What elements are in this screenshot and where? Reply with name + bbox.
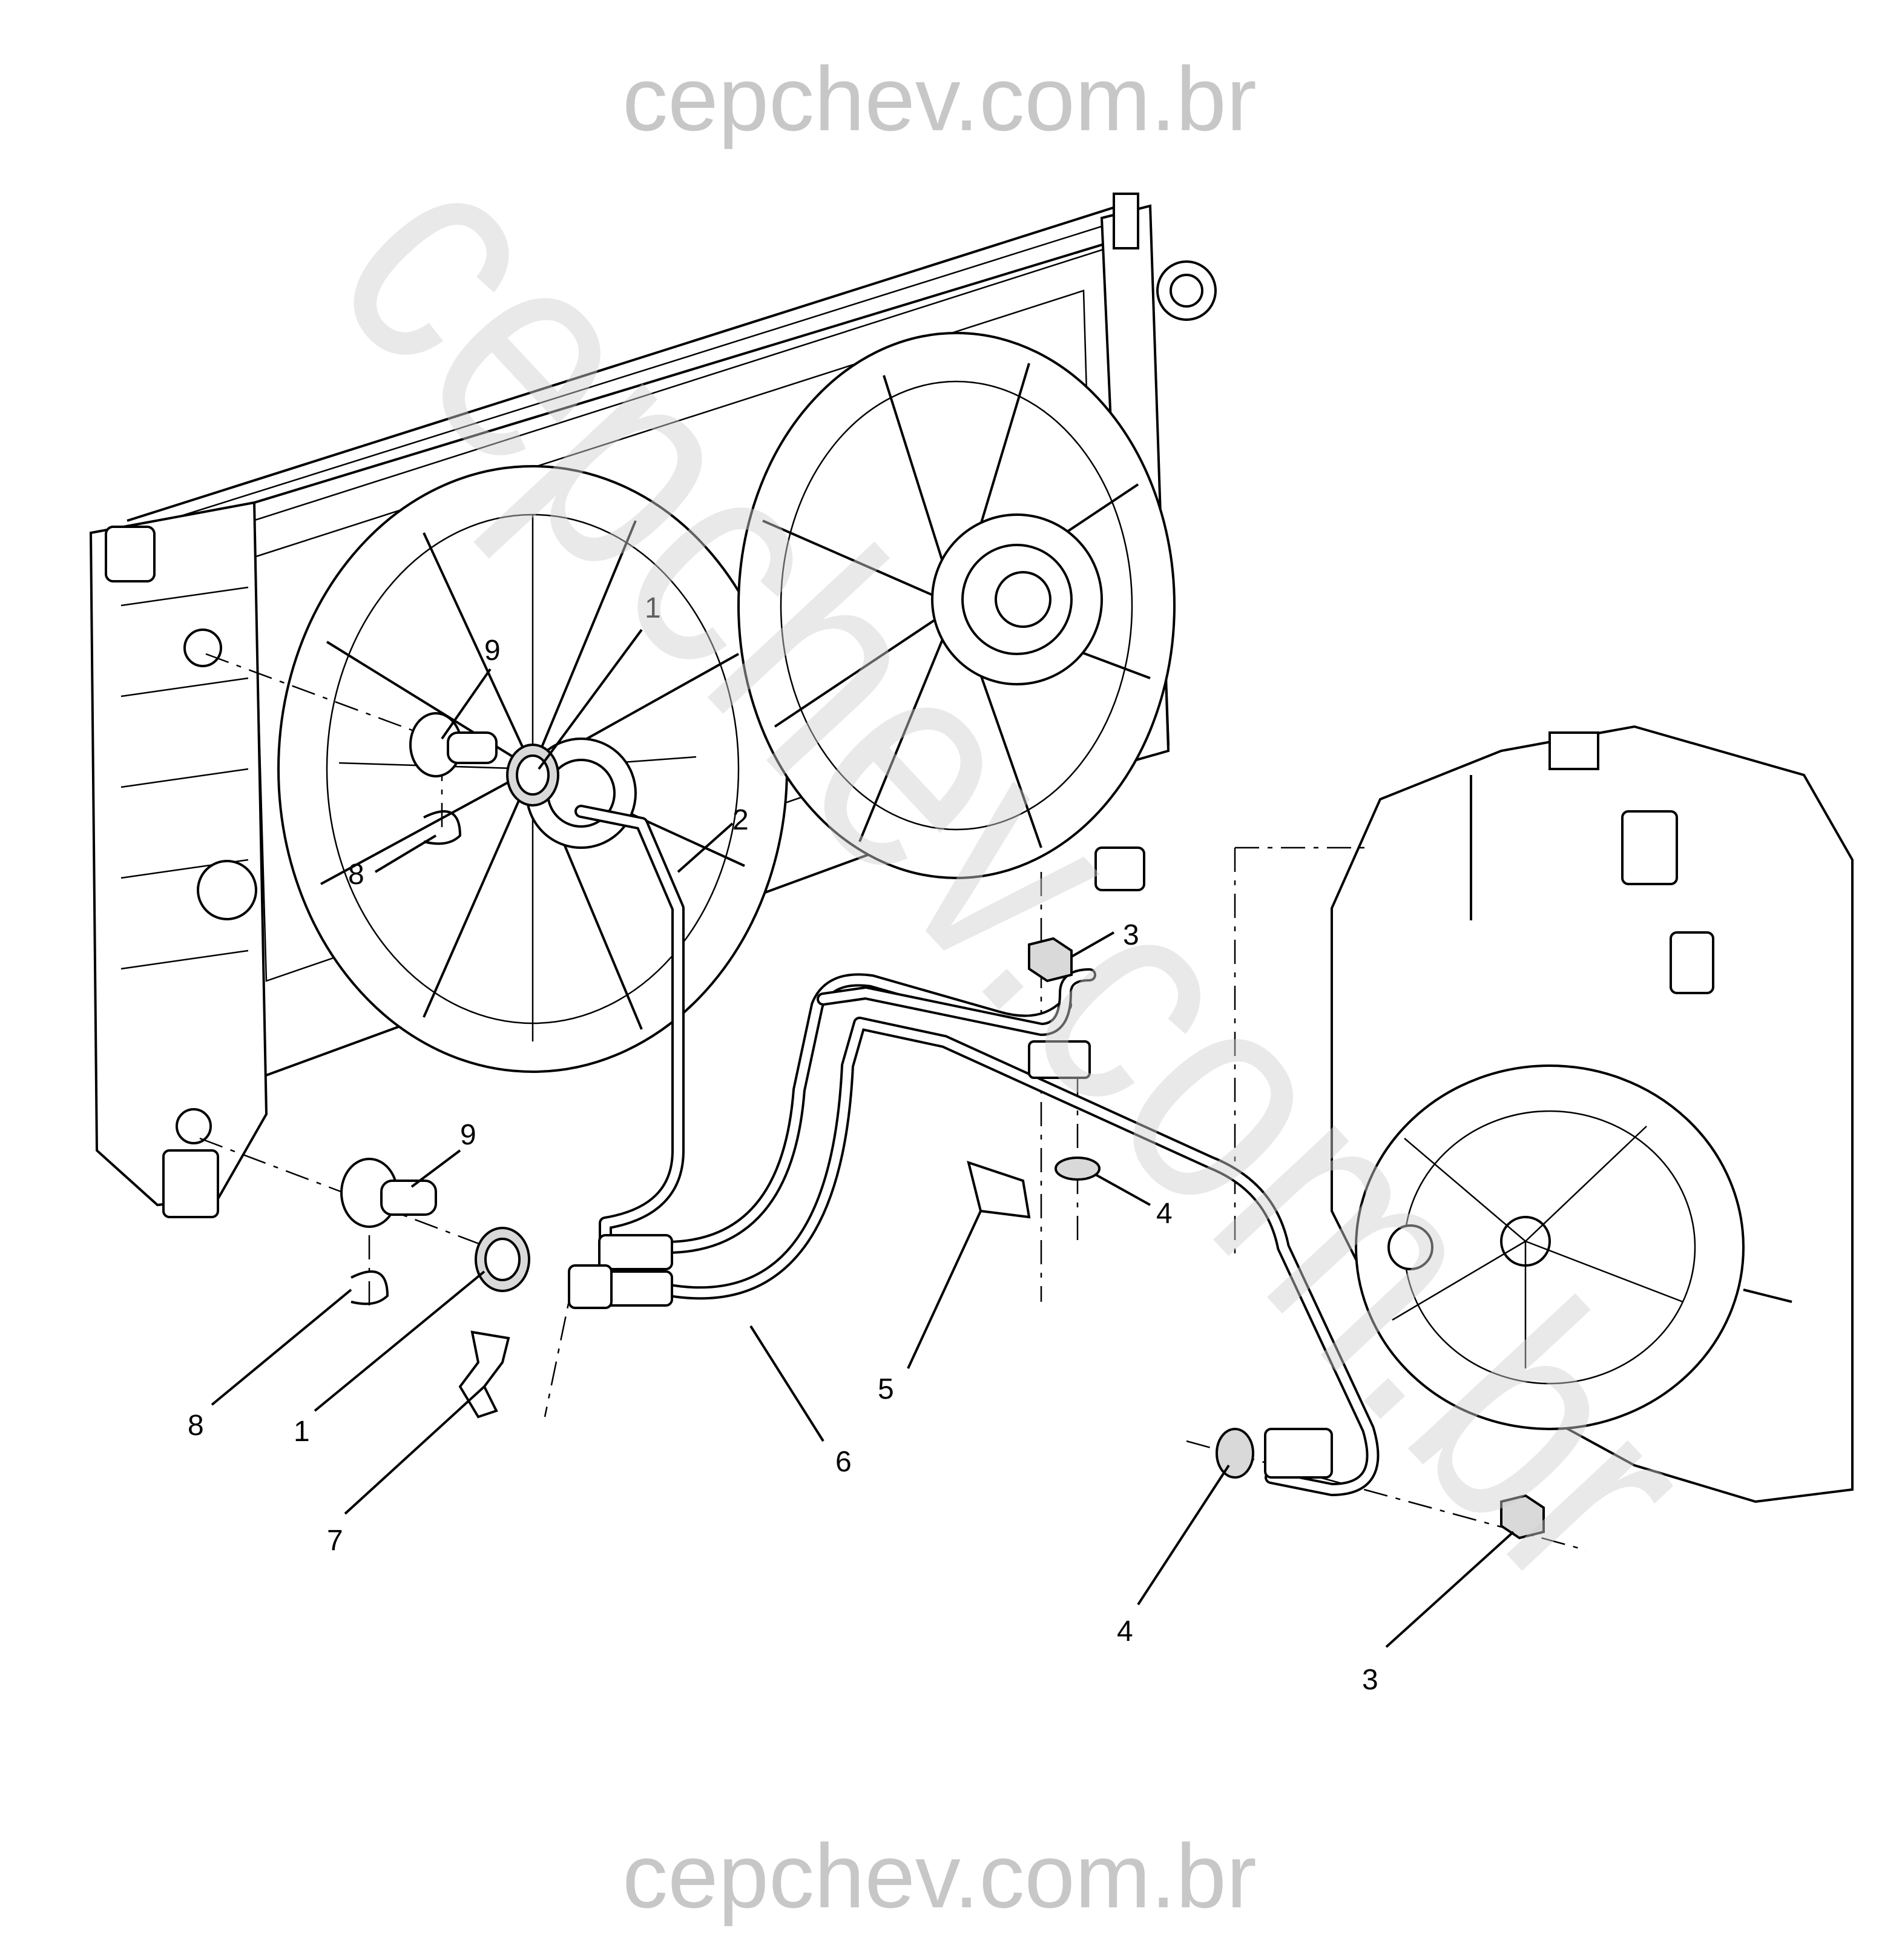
callout-8-upper: 8	[348, 859, 364, 891]
transmission	[1331, 725, 1854, 1503]
cooler-lines	[568, 805, 1380, 1496]
callout-3-lower: 3	[1362, 1664, 1378, 1696]
callout-3-upper: 3	[1123, 919, 1139, 951]
callout-4-upper: 4	[1156, 1198, 1173, 1230]
callout-1-lower: 1	[294, 1416, 310, 1448]
watermark-bottom: cepchev.com.br	[622, 1825, 1257, 1927]
callout-2: 2	[732, 804, 749, 836]
callout-8-lower: 8	[188, 1410, 204, 1442]
callout-9-lower: 9	[460, 1119, 476, 1151]
watermark-top: cepchev.com.br	[622, 48, 1257, 150]
callout-9-upper: 9	[484, 635, 501, 667]
callout-1-upper: 1	[645, 592, 661, 624]
leader-lines	[211, 629, 1515, 1648]
callout-4-lower: 4	[1117, 1615, 1133, 1648]
fan-right	[737, 332, 1176, 879]
callout-7: 7	[327, 1525, 343, 1557]
callout-labels: 1 9 2 8 3 4 9 5 6 8 1 7 4 3	[188, 592, 1378, 1696]
callout-6: 6	[835, 1446, 852, 1478]
callout-5: 5	[878, 1373, 894, 1405]
